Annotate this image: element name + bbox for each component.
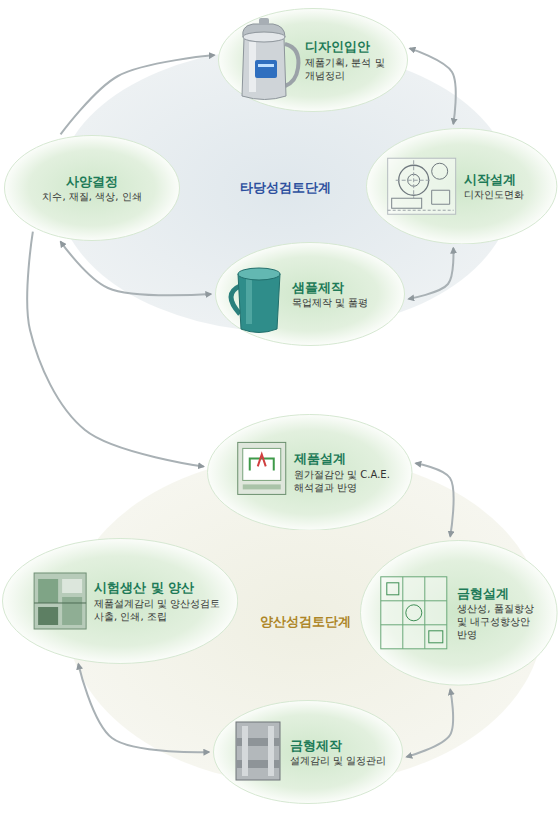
process-ellipse: 샘플제작목업제작 및 품평 <box>215 242 405 346</box>
stage-region: 양산성검토단계 제품설계원가절감안 및 C.A.E. 해석결과 반영금형설계생산성… <box>0 400 560 815</box>
illustration-part <box>432 163 448 179</box>
illustration-part <box>381 624 447 625</box>
illustration-part <box>34 573 86 629</box>
step-title: 금형제작 <box>290 737 390 755</box>
product-illustration <box>238 442 286 494</box>
step-text-box: 샘플제작목업제작 및 품평 <box>292 279 387 310</box>
step-title: 금형설계 <box>457 585 541 603</box>
illustration-part <box>238 268 280 280</box>
process-ellipse: 금형제작설계감리 및 일정관리 <box>213 700 403 804</box>
illustration-part <box>34 602 86 603</box>
step-text-box: 금형제작설계감리 및 일정관리 <box>290 737 390 768</box>
product-illustration <box>388 158 456 214</box>
step-title: 제품설계 <box>294 450 396 468</box>
illustration-part <box>285 44 298 86</box>
illustration-part <box>381 600 447 601</box>
illustration-part <box>381 577 447 649</box>
illustration-part <box>425 577 426 649</box>
illustration-part <box>249 42 256 92</box>
illustration-part <box>432 190 450 204</box>
ellipse-fill <box>361 541 558 686</box>
illustration-part <box>242 726 248 776</box>
stage-label: 양산성검토단계 <box>260 613 351 631</box>
illustration-part <box>396 179 432 180</box>
illustration-part <box>259 18 269 25</box>
step-description: 제품기획, 분석 및 개념정리 <box>305 56 387 82</box>
illustration-part <box>238 274 280 333</box>
step-title: 디자인입안 <box>305 38 387 56</box>
ellipse-fill <box>216 243 405 346</box>
illustration-part <box>268 726 274 776</box>
step-description: 디자인도면화 <box>464 188 548 201</box>
step-text-box: 시험생산 및 양산제품설계감리 및 양산성검토 사출, 인쇄, 조립 <box>94 579 224 623</box>
illustration-part <box>250 458 274 470</box>
step-title: 시험생산 및 양산 <box>94 579 224 597</box>
step-description: 생산성, 품질향상 및 내구성향상안 반영 <box>457 602 541 641</box>
step-text-box: 디자인입안제품기획, 분석 및 개념정리 <box>305 38 387 82</box>
illustration-part <box>258 64 274 67</box>
illustration-part <box>62 597 82 625</box>
ellipse-fill <box>219 9 408 112</box>
step-title: 사양결정 <box>30 173 154 191</box>
process-ellipse: 사양결정치수, 재질, 색상, 인쇄 <box>4 135 180 241</box>
illustration-part <box>392 198 422 208</box>
illustration-part <box>38 579 58 603</box>
ellipse-fill <box>208 414 413 530</box>
ellipse-fill <box>3 539 238 664</box>
illustration-part <box>243 448 281 480</box>
illustration-part <box>255 60 277 78</box>
ellipse-fill <box>214 701 403 804</box>
product-illustration <box>242 18 298 100</box>
illustration-part <box>406 605 422 621</box>
illustration-part <box>243 32 285 42</box>
stage-region: 타당성검토단계 디자인입안제품기획, 분석 및 개념정리시작설계디자인도면화샘플제… <box>0 0 560 400</box>
illustration-part <box>429 631 443 643</box>
illustration-part <box>38 607 58 625</box>
product-illustration <box>236 722 280 780</box>
illustration-part <box>62 579 82 593</box>
illustration-part <box>258 454 266 466</box>
ellipse-fill <box>367 128 557 243</box>
step-description: 제품설계감리 및 양산성검토 사출, 인쇄, 조립 <box>94 597 224 623</box>
illustration-part <box>243 484 281 489</box>
step-title: 시작설계 <box>464 171 548 189</box>
illustration-part <box>236 722 280 780</box>
step-description: 설계감리 및 일정관리 <box>290 754 390 767</box>
illustration-part <box>242 38 286 100</box>
stage-label: 타당성검토단계 <box>240 179 331 197</box>
stage-label-box: 양산성검토단계 <box>260 613 351 631</box>
step-text-box: 시작설계디자인도면화 <box>464 171 548 202</box>
stage-label-box: 타당성검토단계 <box>240 179 331 197</box>
step-description: 목업제작 및 품평 <box>292 296 387 309</box>
ellipse-shape <box>366 128 557 244</box>
process-ellipse: 금형설계생산성, 품질향상 및 내구성향상안 반영 <box>360 540 558 686</box>
illustration-part <box>238 442 286 494</box>
step-text-box: 금형설계생산성, 품질향상 및 내구성향상안 반영 <box>457 585 541 642</box>
product-illustration <box>231 268 280 333</box>
process-ellipse: 시험생산 및 양산제품설계감리 및 양산성검토 사출, 인쇄, 조립 <box>2 538 238 664</box>
illustration-part <box>388 158 456 214</box>
illustration-part <box>413 160 414 198</box>
illustration-part <box>388 209 454 210</box>
illustration-part <box>387 583 399 595</box>
step-description: 원가절감안 및 C.A.E. 해석결과 반영 <box>294 468 396 494</box>
step-text-box: 사양결정치수, 재질, 색상, 인쇄 <box>30 173 154 204</box>
step-description: 치수, 재질, 색상, 인쇄 <box>30 190 154 203</box>
process-ellipse: 디자인입안제품기획, 분석 및 개념정리 <box>218 8 408 112</box>
illustration-part <box>246 278 252 324</box>
process-ellipse: 제품설계원가절감안 및 C.A.E. 해석결과 반영 <box>207 414 413 531</box>
process-ellipse: 시작설계디자인도면화 <box>366 128 557 244</box>
product-illustration <box>381 577 447 649</box>
step-title: 샘플제작 <box>292 279 387 297</box>
illustration-part <box>403 577 404 649</box>
step-text-box: 제품설계원가절감안 및 C.A.E. 해석결과 반영 <box>294 450 396 494</box>
ellipse-fill <box>5 136 180 241</box>
product-illustration <box>34 573 86 629</box>
